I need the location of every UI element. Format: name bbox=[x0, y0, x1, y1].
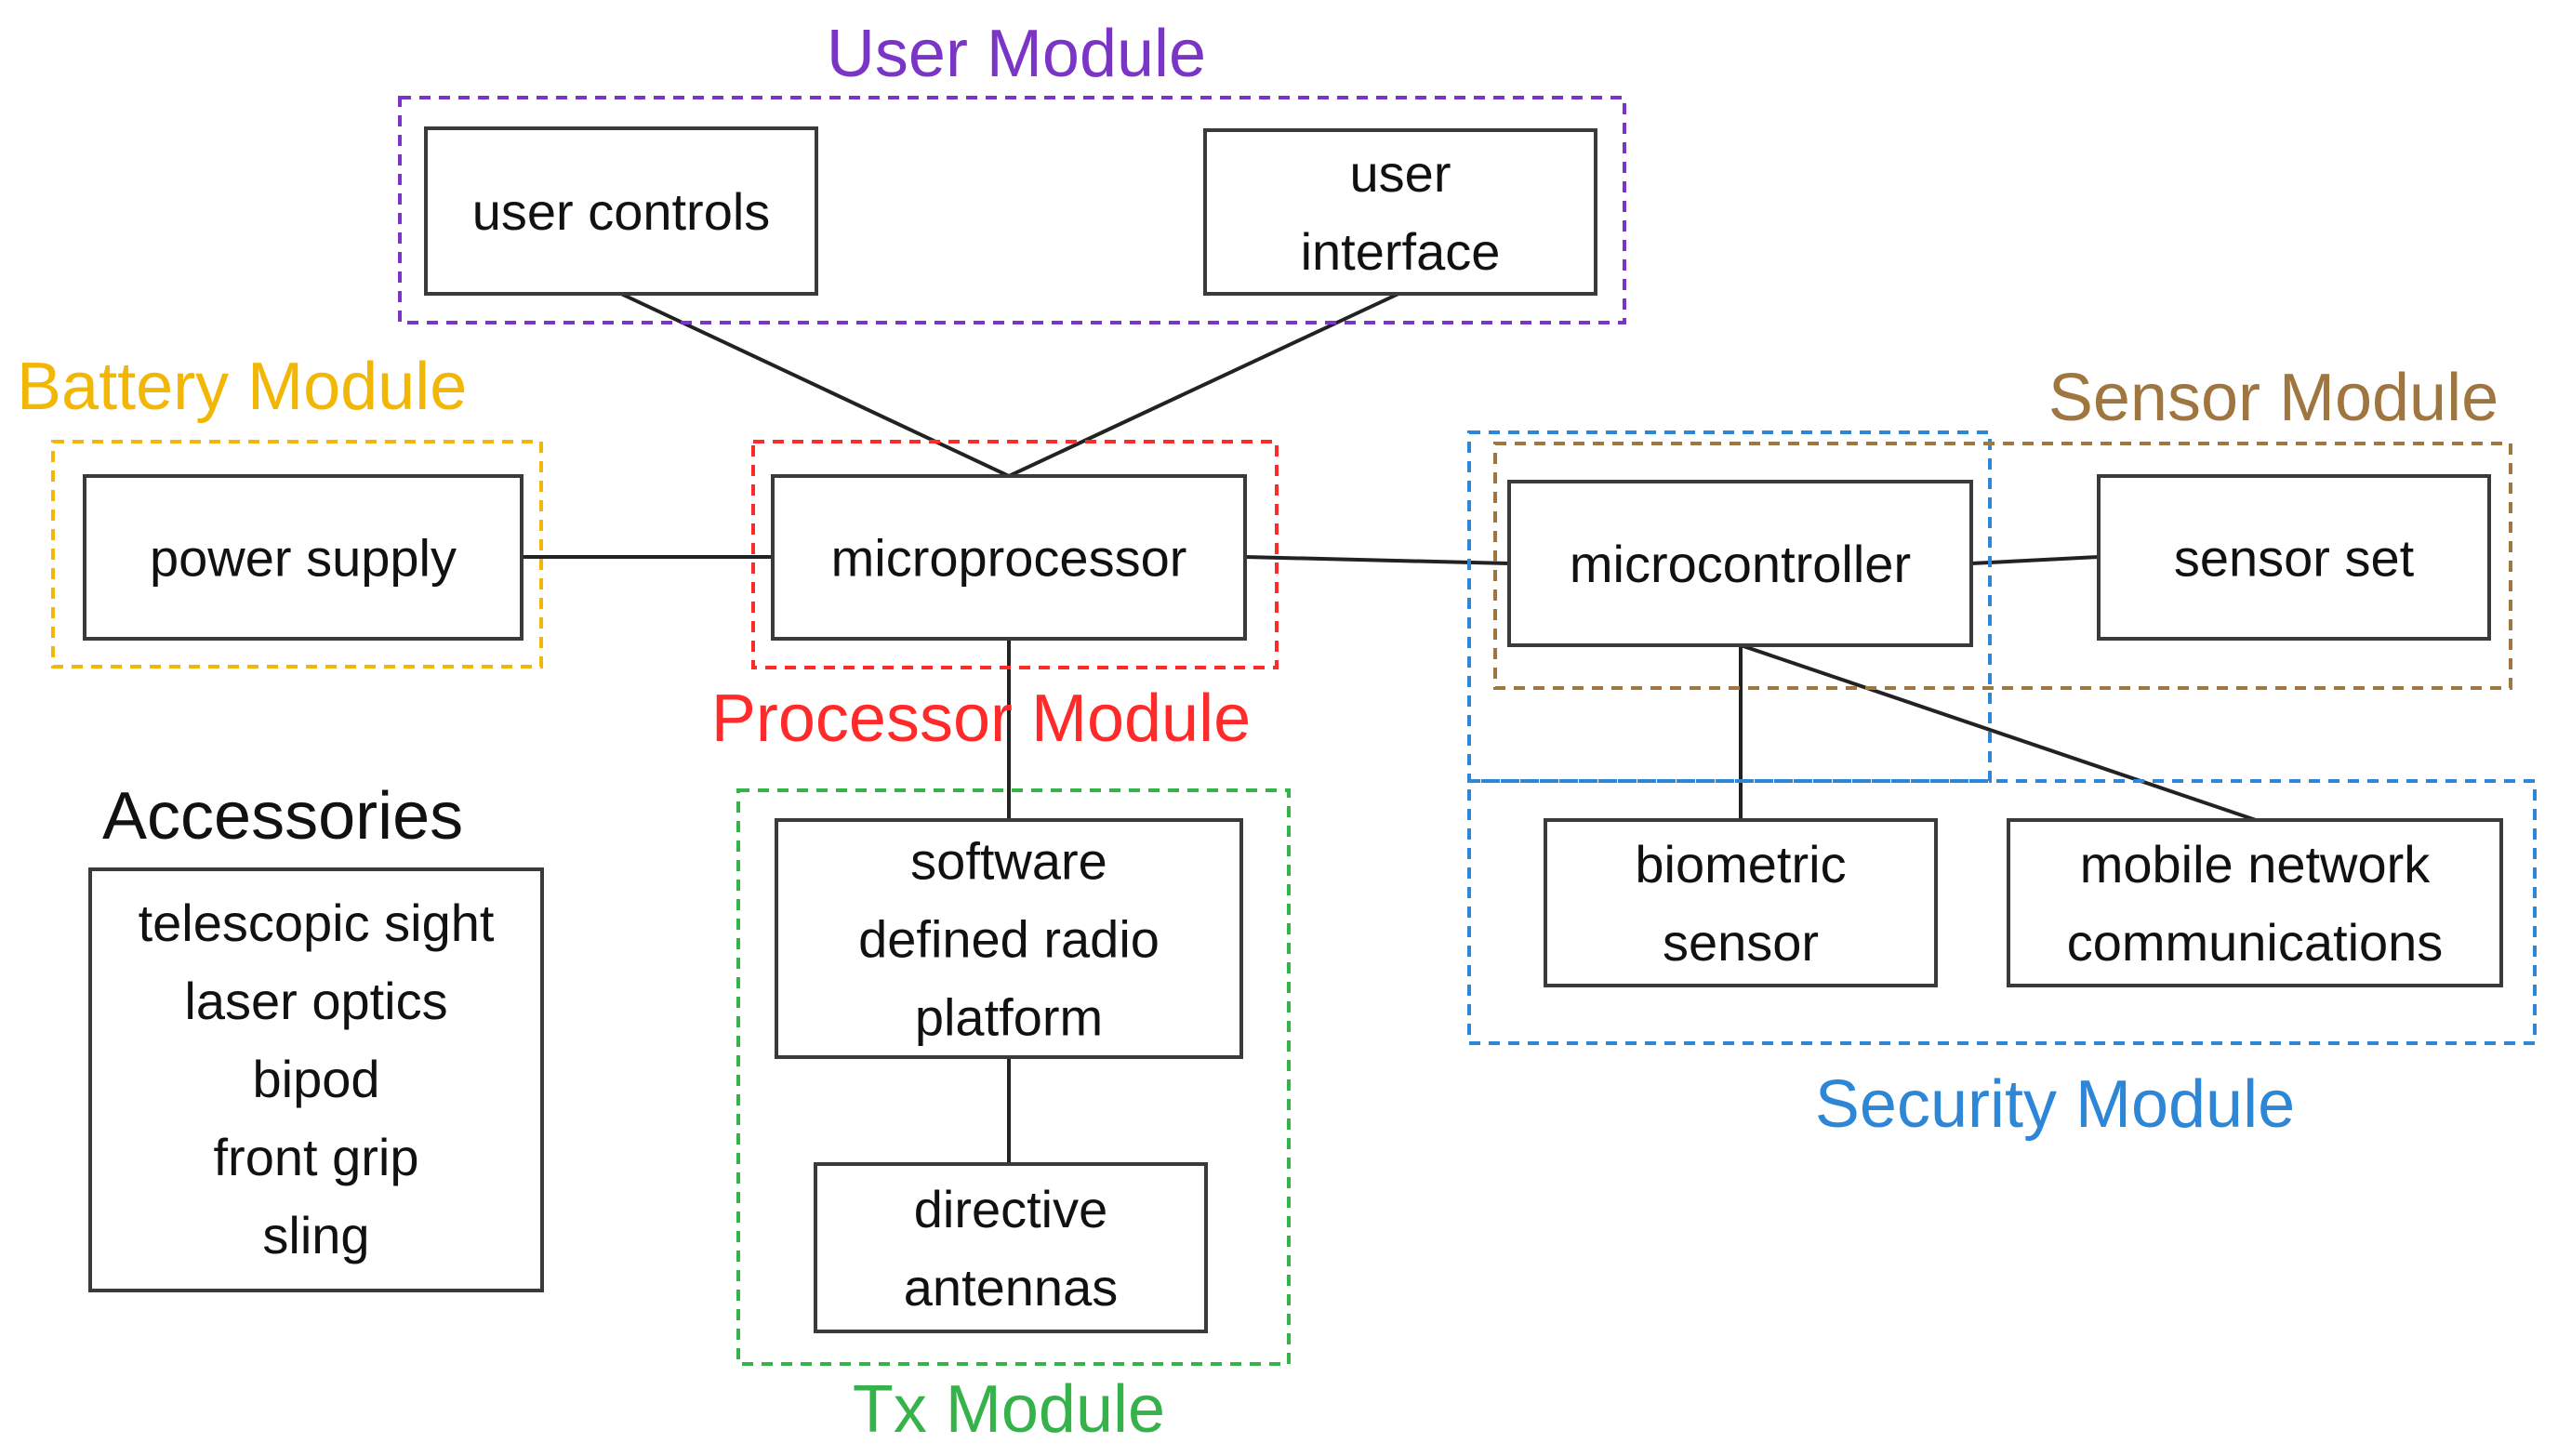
directive-antennas-block: directive antennas bbox=[814, 1162, 1208, 1333]
battery-module-boundary bbox=[51, 440, 543, 668]
biometric-sensor-block: biometric sensor bbox=[1544, 818, 1938, 987]
user-controls-block: user controls bbox=[424, 126, 818, 296]
sdr-label-line-1: defined radio bbox=[858, 910, 1160, 969]
sdr-platform-block: software defined radio platform bbox=[775, 818, 1243, 1059]
sensor-module: Sensor Module bbox=[1493, 361, 2512, 690]
processor-module: Processor Module bbox=[711, 440, 1279, 756]
edge-microprocessor-microcontroller bbox=[1244, 555, 1510, 565]
sdr-label-line-2: platform bbox=[915, 988, 1103, 1047]
user-interface-label-line-1: interface bbox=[1301, 222, 1501, 281]
processor-module-boundary bbox=[751, 440, 1279, 669]
edge-microcontroller-sensor-set bbox=[1970, 555, 2100, 565]
sensor-module-boundary bbox=[1493, 442, 2512, 690]
accessories-box bbox=[88, 867, 544, 1292]
mobile-label-line-0: mobile network bbox=[2080, 835, 2432, 893]
user-interface-block: user interface bbox=[1203, 128, 1597, 296]
accessory-item: bipod bbox=[252, 1050, 379, 1108]
tx-module-boundary bbox=[736, 788, 1291, 1366]
accessory-item: sling bbox=[262, 1206, 369, 1264]
accessory-item: telescopic sight bbox=[139, 893, 495, 952]
accessory-item: front grip bbox=[214, 1128, 419, 1186]
user-module: User Module bbox=[398, 17, 1626, 324]
processor-module-label: Processor Module bbox=[711, 682, 1251, 756]
sensor-module-label: Sensor Module bbox=[2048, 361, 2498, 435]
power-supply-label-line-0: power supply bbox=[150, 529, 457, 588]
microprocessor-block: microprocessor bbox=[771, 474, 1247, 641]
tx-module-label: Tx Module bbox=[853, 1372, 1165, 1447]
security-module: Security Module bbox=[1467, 430, 2537, 1142]
accessories-list: telescopic sight laser optics bipod front g… bbox=[139, 893, 495, 1264]
battery-module-label: Battery Module bbox=[17, 350, 467, 424]
tx-module: Tx Module bbox=[736, 788, 1291, 1447]
sdr-label-line-0: software bbox=[910, 832, 1107, 891]
mobile-network-block: mobile network communications bbox=[2007, 818, 2503, 987]
edge-user-interface-microprocessor bbox=[1008, 292, 1399, 478]
user-interface-label-line-0: user bbox=[1350, 144, 1451, 203]
biometric-label-line-0: biometric bbox=[1635, 835, 1846, 893]
security-module-boundary bbox=[1467, 430, 1992, 783]
user-module-boundary bbox=[398, 96, 1626, 324]
sensor-set-block: sensor set bbox=[2097, 474, 2491, 641]
accessory-item: laser optics bbox=[184, 972, 447, 1030]
edge-microcontroller-mobile bbox=[1740, 643, 2257, 822]
microprocessor-label-line-0: microprocessor bbox=[831, 529, 1187, 588]
security-module-boundary-lower bbox=[1467, 779, 2537, 1045]
accessories-panel: Accessories telescopic sight laser optics… bbox=[88, 779, 544, 1292]
mobile-label-line-1: communications bbox=[2067, 913, 2444, 972]
user-module-label: User Module bbox=[827, 17, 1206, 91]
user-controls-label-line-0: user controls bbox=[472, 182, 771, 241]
edge-user-controls-microprocessor bbox=[620, 292, 1010, 478]
power-supply-block: power supply bbox=[83, 474, 524, 641]
microcontroller-label-line-0: microcontroller bbox=[1570, 535, 1911, 593]
antennas-label-line-0: directive bbox=[914, 1180, 1108, 1238]
security-module-label: Security Module bbox=[1815, 1067, 2295, 1142]
sensor-set-label-line-0: sensor set bbox=[2174, 529, 2415, 588]
antennas-label-line-1: antennas bbox=[904, 1258, 1118, 1317]
biometric-label-line-1: sensor bbox=[1663, 913, 1819, 972]
battery-module: Battery Module bbox=[17, 350, 543, 668]
microcontroller-block: microcontroller bbox=[1507, 480, 1973, 647]
accessories-title: Accessories bbox=[102, 779, 463, 854]
